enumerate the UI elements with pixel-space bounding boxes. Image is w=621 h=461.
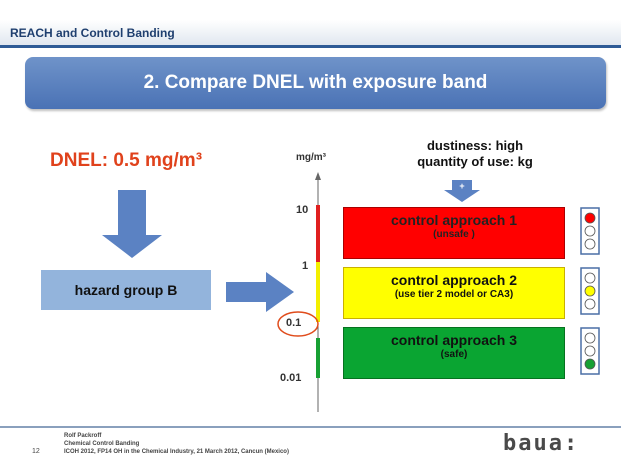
top-bar — [0, 20, 621, 46]
section-title: REACH and Control Banding — [10, 26, 175, 40]
dustiness-label: dustiness: high — [426, 138, 524, 153]
scale-tick-0-01: 0.01 — [280, 372, 302, 384]
control-approach-1: control approach 1 (unsafe ) — [343, 207, 565, 259]
highlight-circle — [277, 311, 319, 337]
exposure-conditions: dustiness: high quantity of use: kg — [375, 138, 575, 170]
footer-topic: Chemical Control Banding — [64, 441, 140, 447]
scale-axis-arrowhead — [315, 172, 321, 180]
control-approach-3: control approach 3 (safe) — [343, 327, 565, 379]
footer-event: ICOH 2012, FP14 OH in the Chemical Indus… — [64, 449, 289, 455]
right-arrow-icon — [226, 272, 294, 312]
approach-1-title: control approach 1 — [390, 212, 518, 228]
approach-2-subtitle: (use tier 2 model or CA3) — [394, 289, 514, 300]
footer-author: Rolf Packroff — [64, 433, 102, 439]
page-number: 12 — [32, 448, 40, 455]
scale-tick-10: 10 — [296, 204, 309, 216]
traffic-light-2 — [580, 267, 600, 315]
headline-box — [25, 57, 606, 109]
traffic-light-1 — [580, 207, 600, 255]
scale-unit: mg/m³ — [296, 152, 326, 163]
dnel-value: DNEL: 0.5 mg/m³ — [50, 150, 203, 171]
approach-1-subtitle: (unsafe ) — [433, 229, 475, 240]
hazard-group-label: hazard group B — [74, 282, 178, 298]
plus-arrow-icon — [444, 180, 480, 202]
control-approach-2: control approach 2 (use tier 2 model or … — [343, 267, 565, 319]
top-bar-rule — [0, 45, 621, 48]
baua-logo: baua: — [503, 431, 580, 456]
hazard-group-box — [41, 270, 211, 310]
headline: 2. Compare DNEL with exposure band — [143, 72, 488, 93]
down-arrow-icon — [102, 190, 162, 258]
plus-sign: + — [459, 181, 465, 191]
scale-tick-0-1: 0.1 — [286, 317, 302, 329]
footer-info: Rolf Packroff Chemical Control Banding I… — [64, 432, 289, 456]
approach-2-title: control approach 2 — [390, 272, 518, 288]
approach-3-title: control approach 3 — [390, 332, 518, 348]
footer-rule — [0, 426, 621, 428]
traffic-light-3 — [580, 327, 600, 375]
quantity-label: quantity of use: kg — [417, 154, 533, 169]
approach-3-subtitle: (safe) — [440, 349, 468, 360]
scale-tick-1: 1 — [302, 260, 309, 272]
